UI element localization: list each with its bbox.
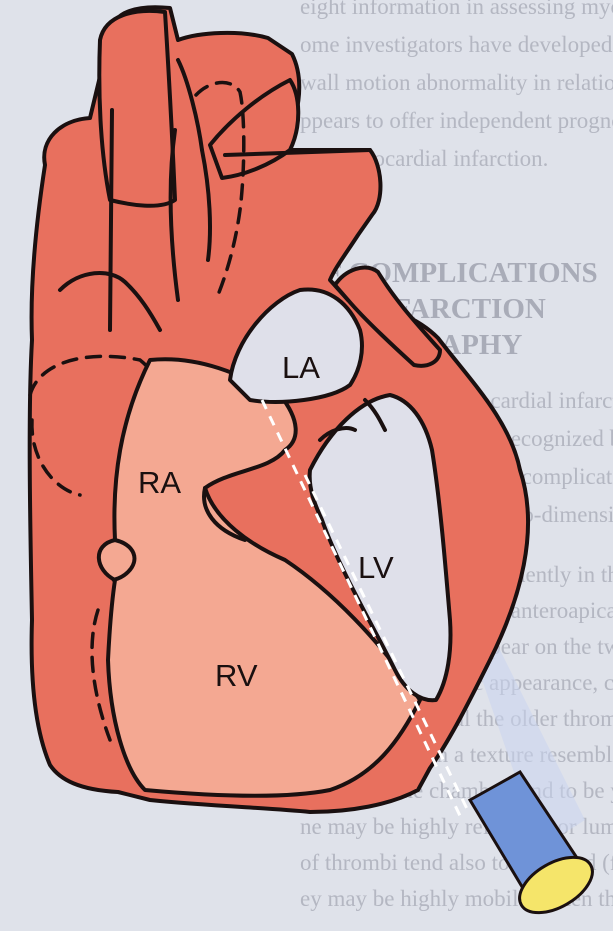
- label-rv: RV: [215, 658, 258, 693]
- vessel-line: [110, 110, 112, 330]
- label-ra: RA: [138, 465, 181, 500]
- bg-line: eight information in assessing myocardia: [300, 0, 613, 19]
- label-lv: LV: [358, 550, 394, 585]
- bg-line: ome investigators have developed methods…: [300, 32, 613, 57]
- bg-line: ppears to offer independent prognostic i…: [300, 108, 613, 133]
- label-la: LA: [282, 350, 320, 385]
- bg-line: wall motion abnormality in relation to a…: [300, 70, 613, 95]
